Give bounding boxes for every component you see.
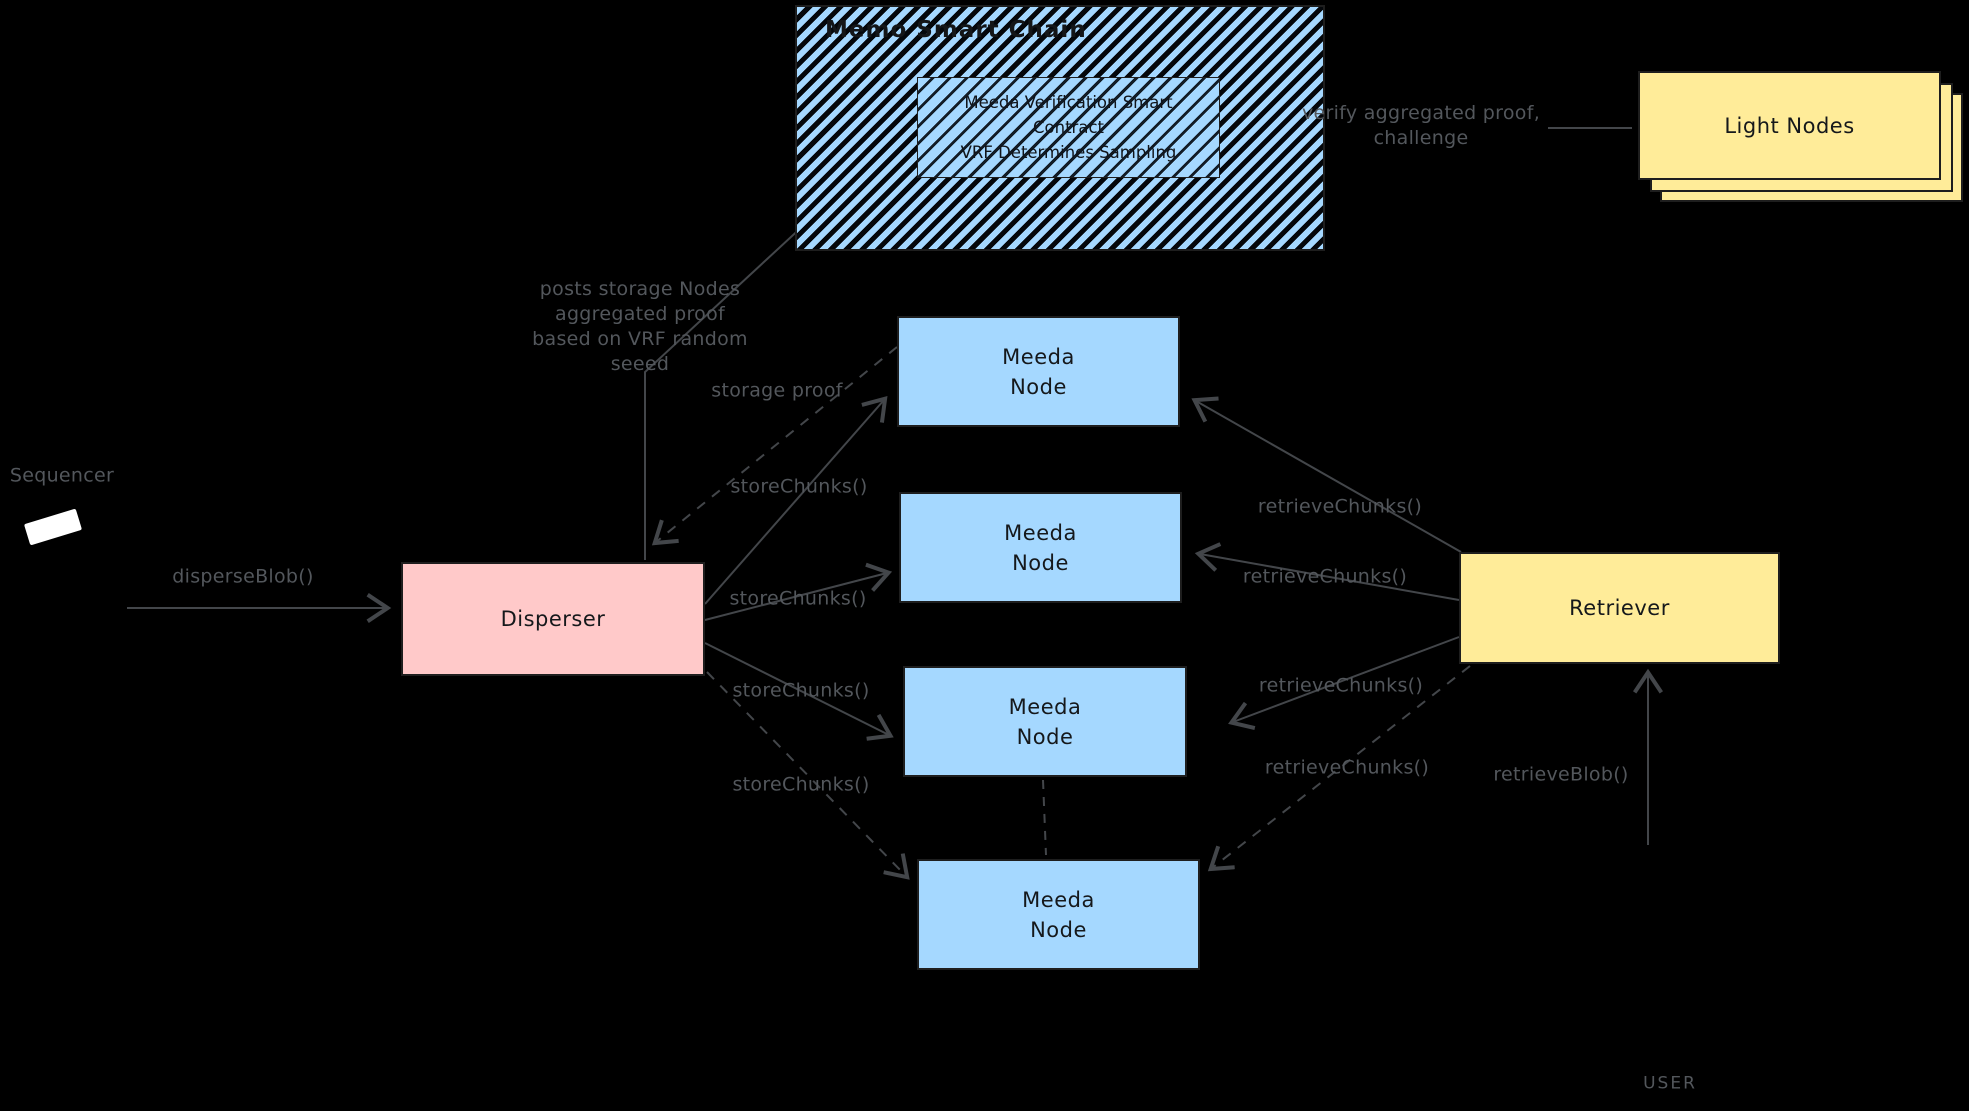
meeda-node-box-3: Meeda Node <box>903 666 1187 777</box>
disperser-label: Disperser <box>500 607 606 631</box>
memo-smart-chain-title: Memo Smart Chain <box>825 17 1087 43</box>
arrow-retrieve-chunks-2 <box>1194 542 1460 601</box>
disperser-box: Disperser <box>401 562 705 676</box>
light-nodes-label: Light Nodes <box>1724 113 1855 138</box>
retrieve-blob-label: retrieveBlob() <box>1493 763 1629 786</box>
meeda-node-box-2: Meeda Node <box>899 492 1182 603</box>
arrow-retrieve-chunks-3 <box>1228 636 1460 730</box>
retrieve-chunks-label-4: retrieveChunks() <box>1264 756 1430 779</box>
meeda-node-box-1: Meeda Node <box>897 316 1180 427</box>
meeda-node-label: Meeda Node <box>1002 344 1075 399</box>
arrow-storage-proof <box>651 346 898 546</box>
sequencer-label: Sequencer <box>9 464 115 487</box>
meeda-node-label: Meeda Node <box>1008 694 1082 749</box>
verification-contract-text: Meeda Verification Smart Contract VRF De… <box>960 93 1177 162</box>
storage-proof-label: storage proof <box>711 379 843 402</box>
arrow-store-chunks-2 <box>704 562 893 621</box>
verify-proof-label: verify aggregated proof, challenge <box>1301 102 1541 149</box>
store-chunks-label-4: storeChunks() <box>732 773 870 796</box>
retrieve-chunks-label-2: retrieveChunks() <box>1242 565 1408 588</box>
retrieve-chunks-label-1: retrieveChunks() <box>1257 495 1423 518</box>
posts-proof-label: posts storage Nodes aggregated proof bas… <box>532 278 748 375</box>
meeda-node-box-4: Meeda Node <box>917 859 1200 970</box>
store-chunks-label-3: storeChunks() <box>732 679 870 702</box>
retrieve-chunks-label-3: retrieveChunks() <box>1258 674 1424 697</box>
user-label: USER <box>1643 1073 1697 1094</box>
retriever-box: Retriever <box>1459 552 1780 664</box>
light-nodes-box: Light Nodes <box>1638 71 1941 180</box>
arrow-retrieve-chunks-4 <box>1207 665 1471 872</box>
connector-node3-node4 <box>1042 779 1047 856</box>
store-chunks-label-1: storeChunks() <box>730 475 868 498</box>
verification-contract-box: Meeda Verification Smart Contract VRF De… <box>917 77 1220 178</box>
meeda-node-label: Meeda Node <box>1022 887 1095 942</box>
arrow-store-chunks-3 <box>704 642 894 741</box>
store-chunks-label-2: storeChunks() <box>729 587 867 610</box>
disperse-blob-label: disperseBlob() <box>172 565 314 588</box>
meeda-node-label: Meeda Node <box>1004 520 1077 575</box>
arrow-store-chunks-1 <box>704 396 888 605</box>
arrow-retrieve-chunks-1 <box>1191 396 1462 553</box>
arrow-store-chunks-4 <box>706 671 910 880</box>
retriever-label: Retriever <box>1569 596 1670 620</box>
